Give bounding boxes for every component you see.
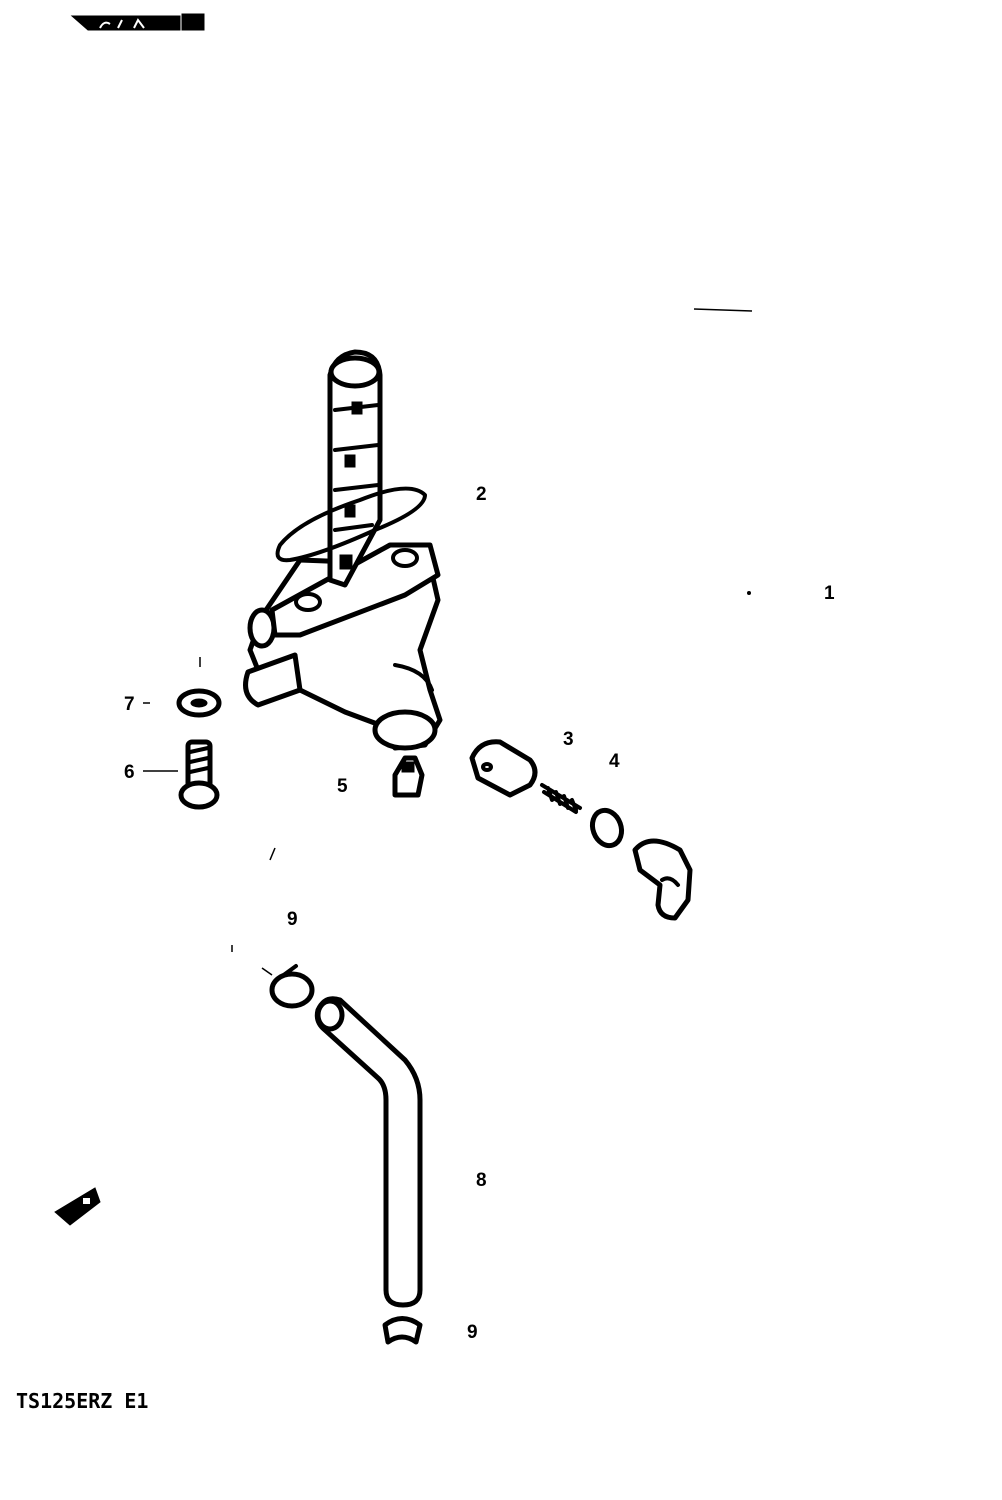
callout-7: 7: [124, 694, 135, 715]
hose-clamp-bottom: [382, 1316, 423, 1345]
fuel-cock-assembly: [243, 349, 443, 751]
callout-4: 4: [609, 751, 620, 772]
callout-leaders: [143, 591, 751, 976]
front-arrow-icon: [54, 1187, 101, 1226]
callout-3: 3: [563, 729, 574, 750]
spring: [540, 783, 582, 814]
lever: [469, 739, 538, 798]
model-code: TS125ERZ E1: [16, 1389, 148, 1413]
callout-9-bottom: 9: [467, 1322, 478, 1343]
screw-5: [392, 755, 425, 798]
fuel-hose: [314, 996, 423, 1308]
callout-6: 6: [124, 762, 135, 783]
callout-1: 1: [824, 583, 835, 604]
callout-2: 2: [476, 484, 487, 505]
lever-cover: [632, 838, 693, 921]
hose-clamp-top: [269, 964, 315, 1009]
callout-9-top: 9: [287, 909, 298, 930]
header-tab-mark: [70, 13, 205, 31]
callout-5: 5: [337, 776, 348, 797]
reference-dash: [693, 308, 753, 312]
gasket: [589, 807, 625, 849]
bolt: [178, 739, 220, 810]
washer: [176, 688, 222, 718]
o-ring: [275, 486, 427, 563]
callout-8: 8: [476, 1170, 487, 1191]
